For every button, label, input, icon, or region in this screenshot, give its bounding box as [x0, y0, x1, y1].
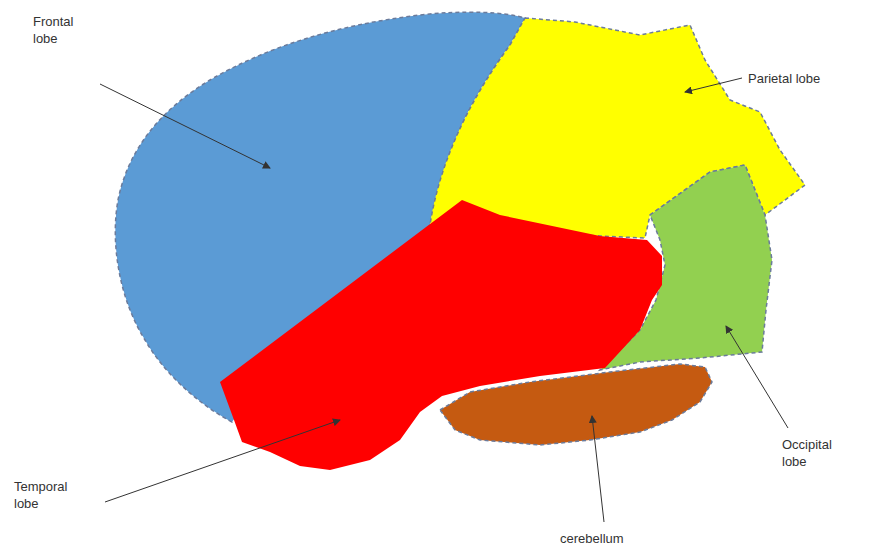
- leader-line: [592, 416, 604, 522]
- leader-line: [105, 420, 340, 502]
- lobe-label: Frontal lobe: [33, 13, 93, 47]
- leader-line: [100, 84, 270, 168]
- lobe-label: Temporal lobe: [14, 478, 84, 512]
- temporal-lobe-region: [220, 200, 662, 470]
- lobe-label: cerebellum: [560, 530, 660, 547]
- leader-line: [726, 326, 788, 428]
- leader-line: [685, 78, 742, 92]
- lobe-label: Parietal lobe: [748, 70, 858, 87]
- lobe-label: Occipital lobe: [782, 436, 852, 470]
